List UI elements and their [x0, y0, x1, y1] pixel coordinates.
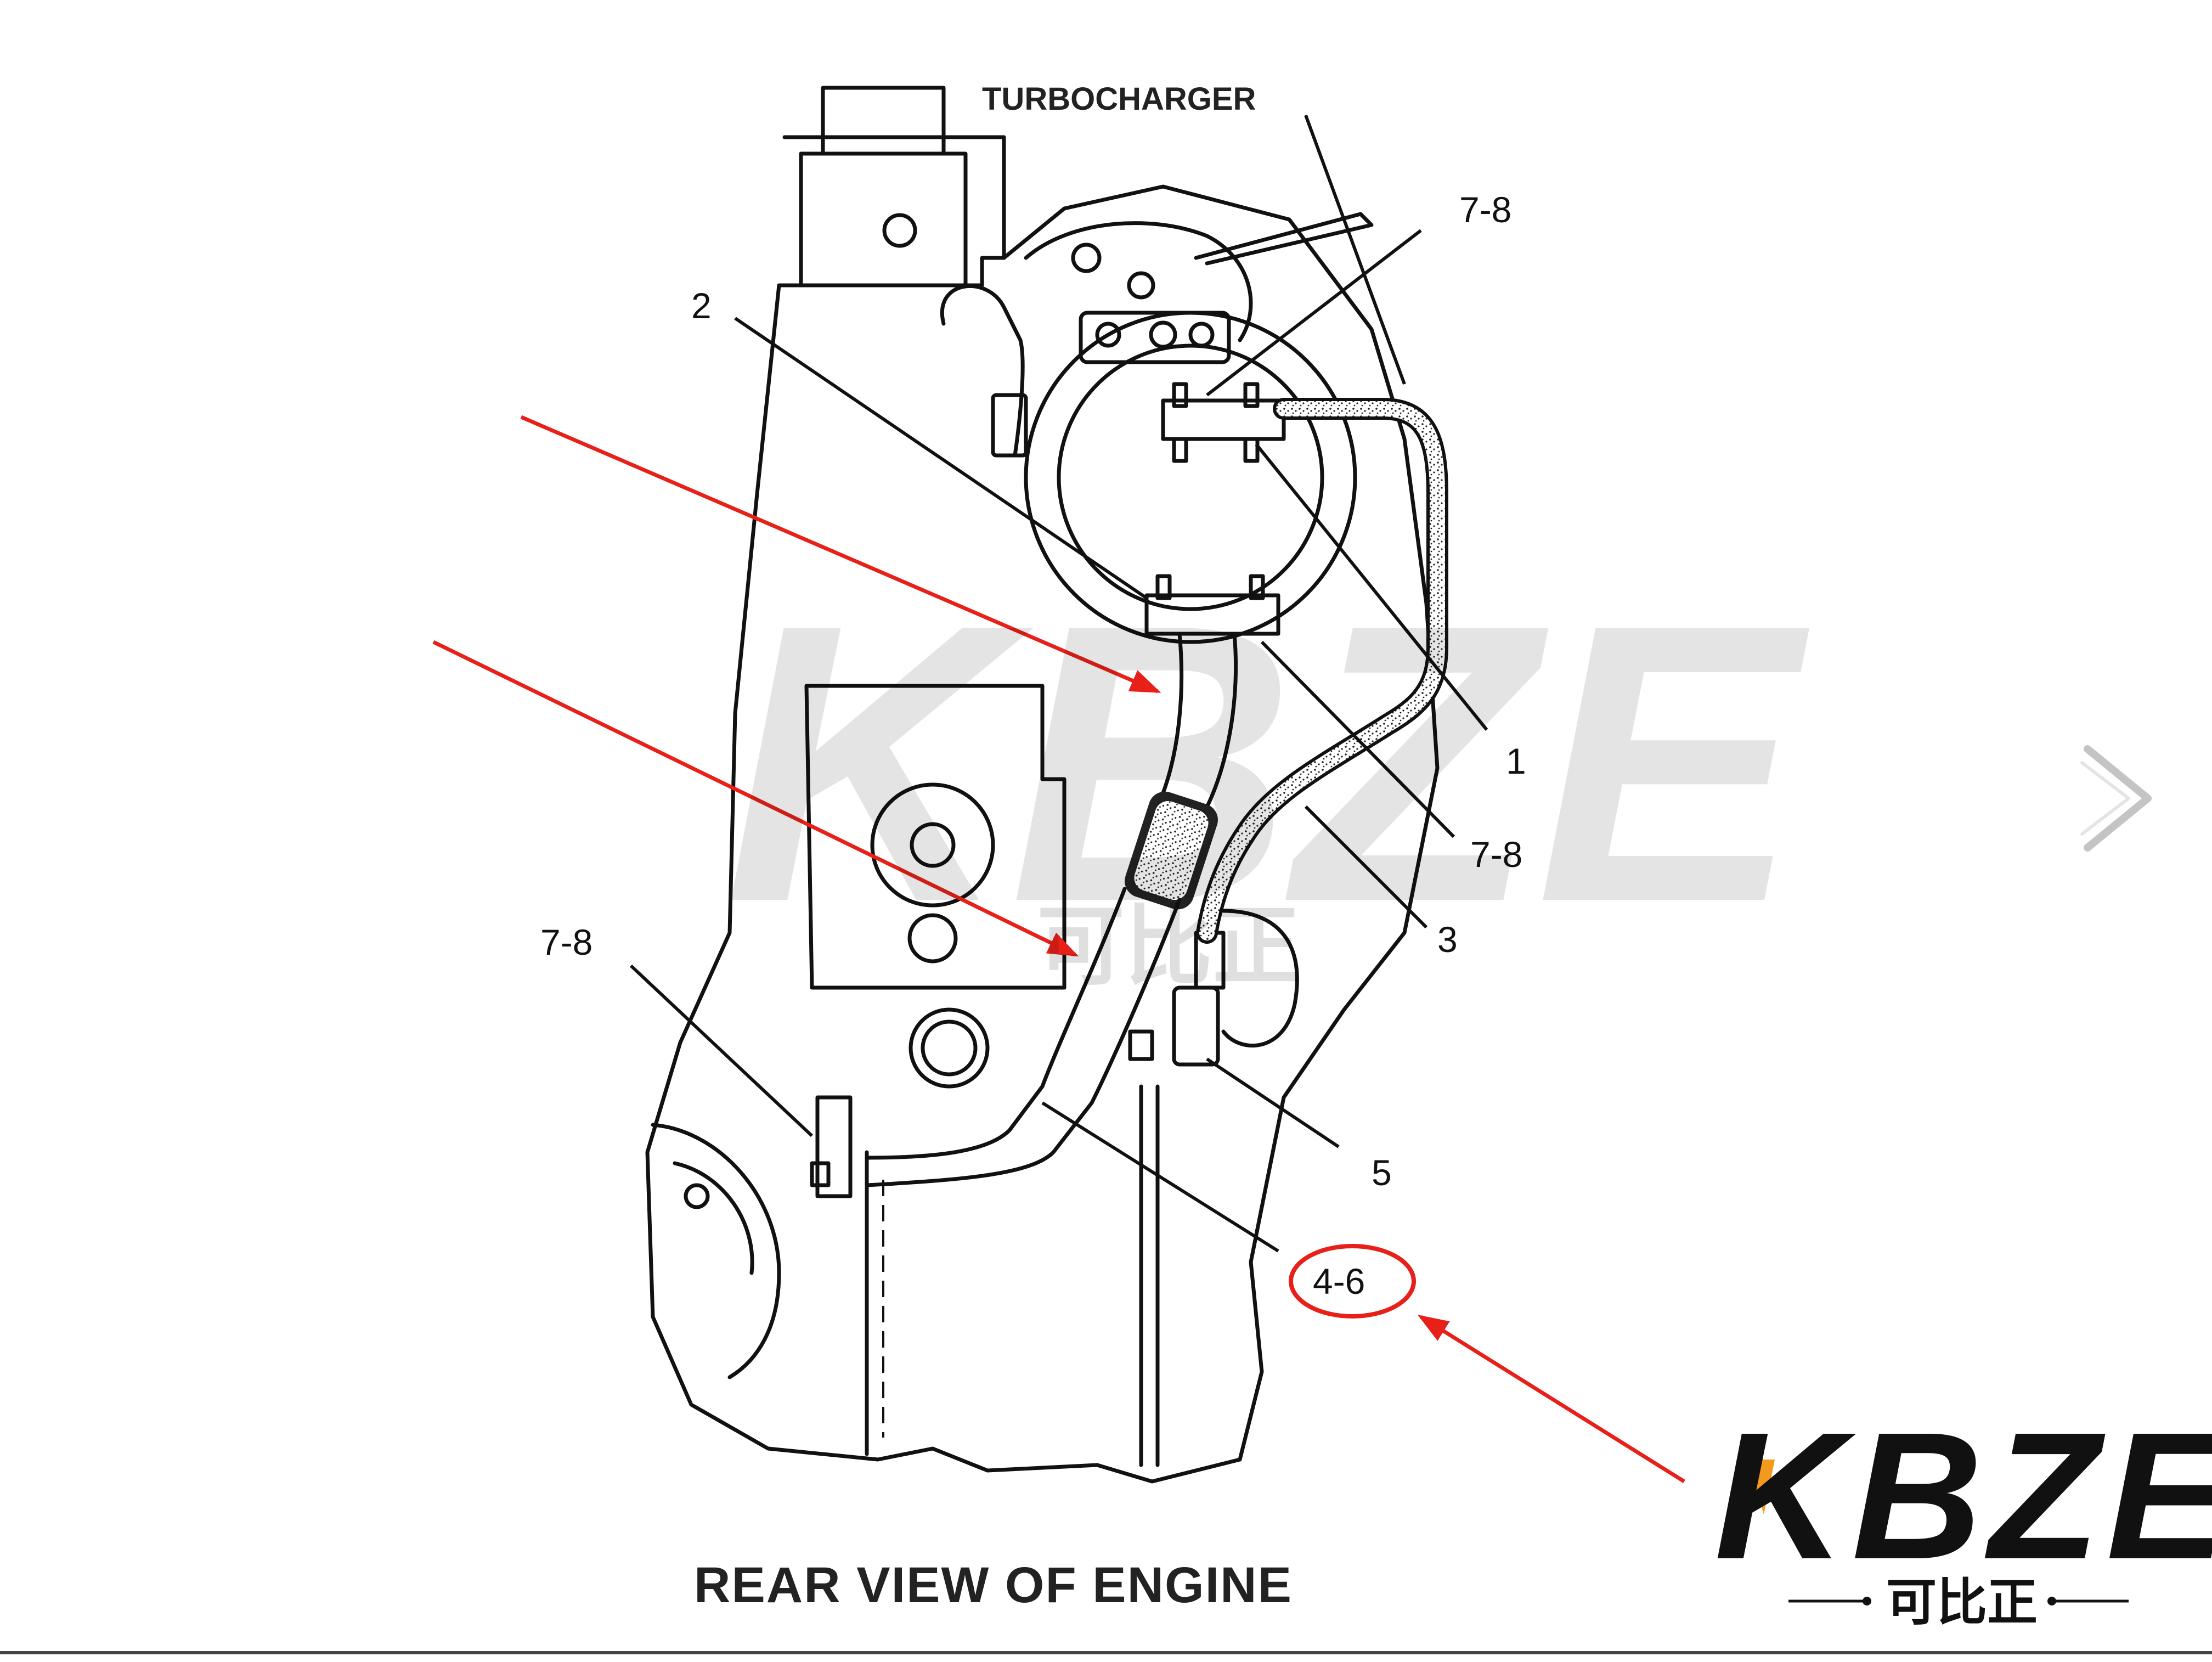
arrow-to-drain-tube: [520, 415, 1161, 694]
turbocharger-leader: [1194, 114, 1406, 385]
chevron-right-icon[interactable]: [2080, 745, 2152, 852]
watermark: KBZE 可比正: [724, 542, 1814, 995]
watermark-letters: KBZE: [724, 542, 1814, 984]
engine-block-drawing: [645, 86, 1440, 1484]
callout-5: 5: [1372, 1152, 1392, 1193]
page-title: REAR VIEW OF ENGINE: [694, 1557, 1293, 1613]
callout-7-8-mid: 7-8: [1470, 834, 1522, 875]
arrow-to-callout-4-6: [1418, 1315, 1685, 1483]
logo-dot-left: [1863, 1597, 1871, 1605]
callout-3: 3: [1437, 919, 1458, 960]
callout-7-8-top: 7-8: [1459, 189, 1511, 230]
callout-7-8-left: 7-8: [540, 922, 592, 962]
callout-2: 2: [691, 285, 712, 326]
logo-letters: KBZE: [1714, 1394, 2212, 1597]
arrow-to-drain-hose: [432, 640, 1079, 957]
kbze-logo: KBZE 可比正: [1714, 1394, 2212, 1631]
logo-dot-right: [2047, 1597, 2056, 1605]
logo-accent-shape: [1747, 1460, 1775, 1514]
watermark-chinese: 可比正: [1037, 897, 1300, 995]
leader-lines: [629, 229, 1488, 1253]
logo-chinese: 可比正: [1886, 1575, 2038, 1631]
callout-1: 1: [1506, 741, 1526, 781]
highlight-circle: [1289, 1244, 1416, 1319]
callout-4-6: 4-6: [1313, 1261, 1365, 1302]
oil-drain-tube: [865, 574, 1280, 1187]
red-arrows: [432, 415, 1685, 1483]
turbocharger-label: TURBOCHARGER: [982, 81, 1256, 117]
oil-supply-line: [1161, 382, 1448, 944]
bellows-section: [1125, 791, 1218, 910]
